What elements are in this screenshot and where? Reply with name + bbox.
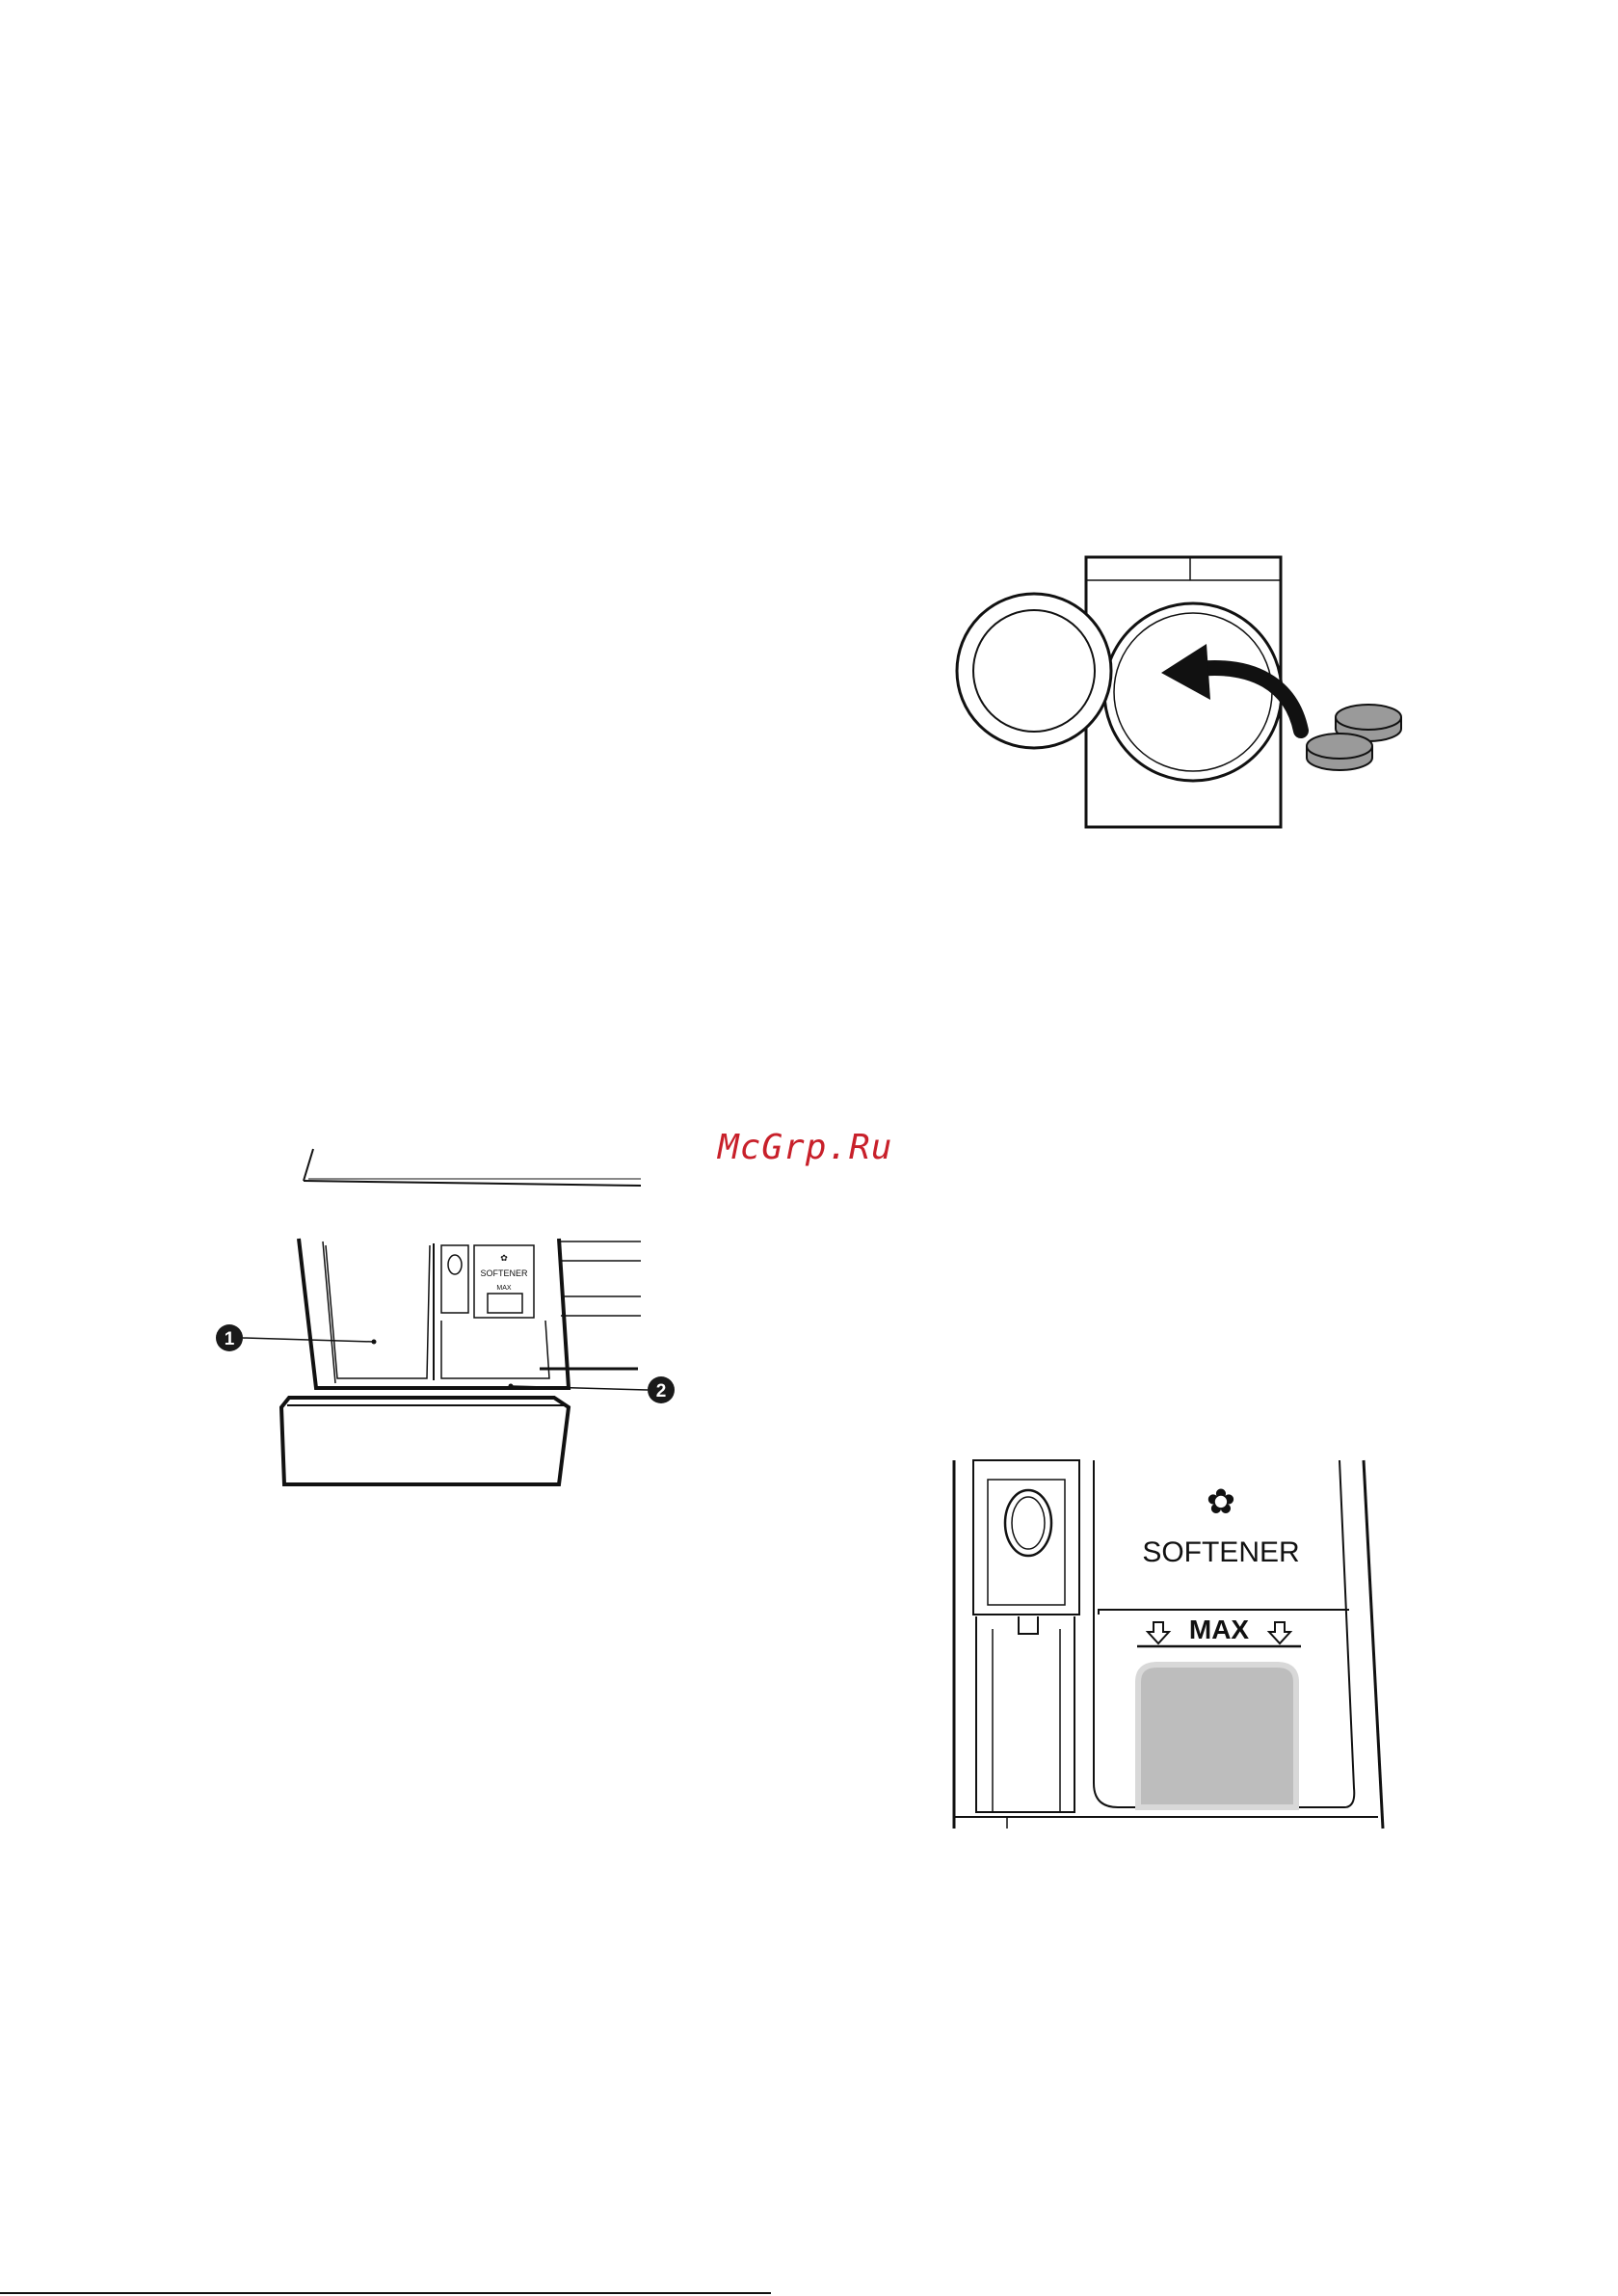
watermark: McGrp.Ru xyxy=(718,1128,892,1167)
max-label: MAX xyxy=(1189,1615,1250,1644)
flower-icon: ✿ xyxy=(500,1253,508,1263)
callout-2-label: 2 xyxy=(656,1381,667,1402)
down-arrow-icon xyxy=(1148,1622,1169,1643)
footer-rule xyxy=(0,2292,771,2294)
down-arrow-icon xyxy=(1269,1622,1290,1643)
drawer-diagram: ✿ SOFTENER MAX 1 2 xyxy=(202,1137,703,1542)
detergent-drawer-illustration: ✿ SOFTENER MAX 1 2 xyxy=(202,1137,703,1542)
washer-icon xyxy=(944,549,1446,839)
tablet-icon xyxy=(1307,734,1372,770)
max-label: MAX xyxy=(496,1285,512,1292)
washer-cleaning-illustration xyxy=(944,549,1446,839)
callout-1-label: 1 xyxy=(225,1329,235,1349)
flower-icon: ✿ xyxy=(1207,1482,1235,1521)
softener-compartment-illustration: ✿ SOFTENER MAX xyxy=(940,1451,1397,1836)
softener-label: SOFTENER xyxy=(1142,1536,1299,1568)
softener-diagram: ✿ SOFTENER MAX xyxy=(940,1451,1397,1836)
softener-label: SOFTENER xyxy=(480,1268,528,1278)
softener-liquid xyxy=(1138,1665,1296,1807)
